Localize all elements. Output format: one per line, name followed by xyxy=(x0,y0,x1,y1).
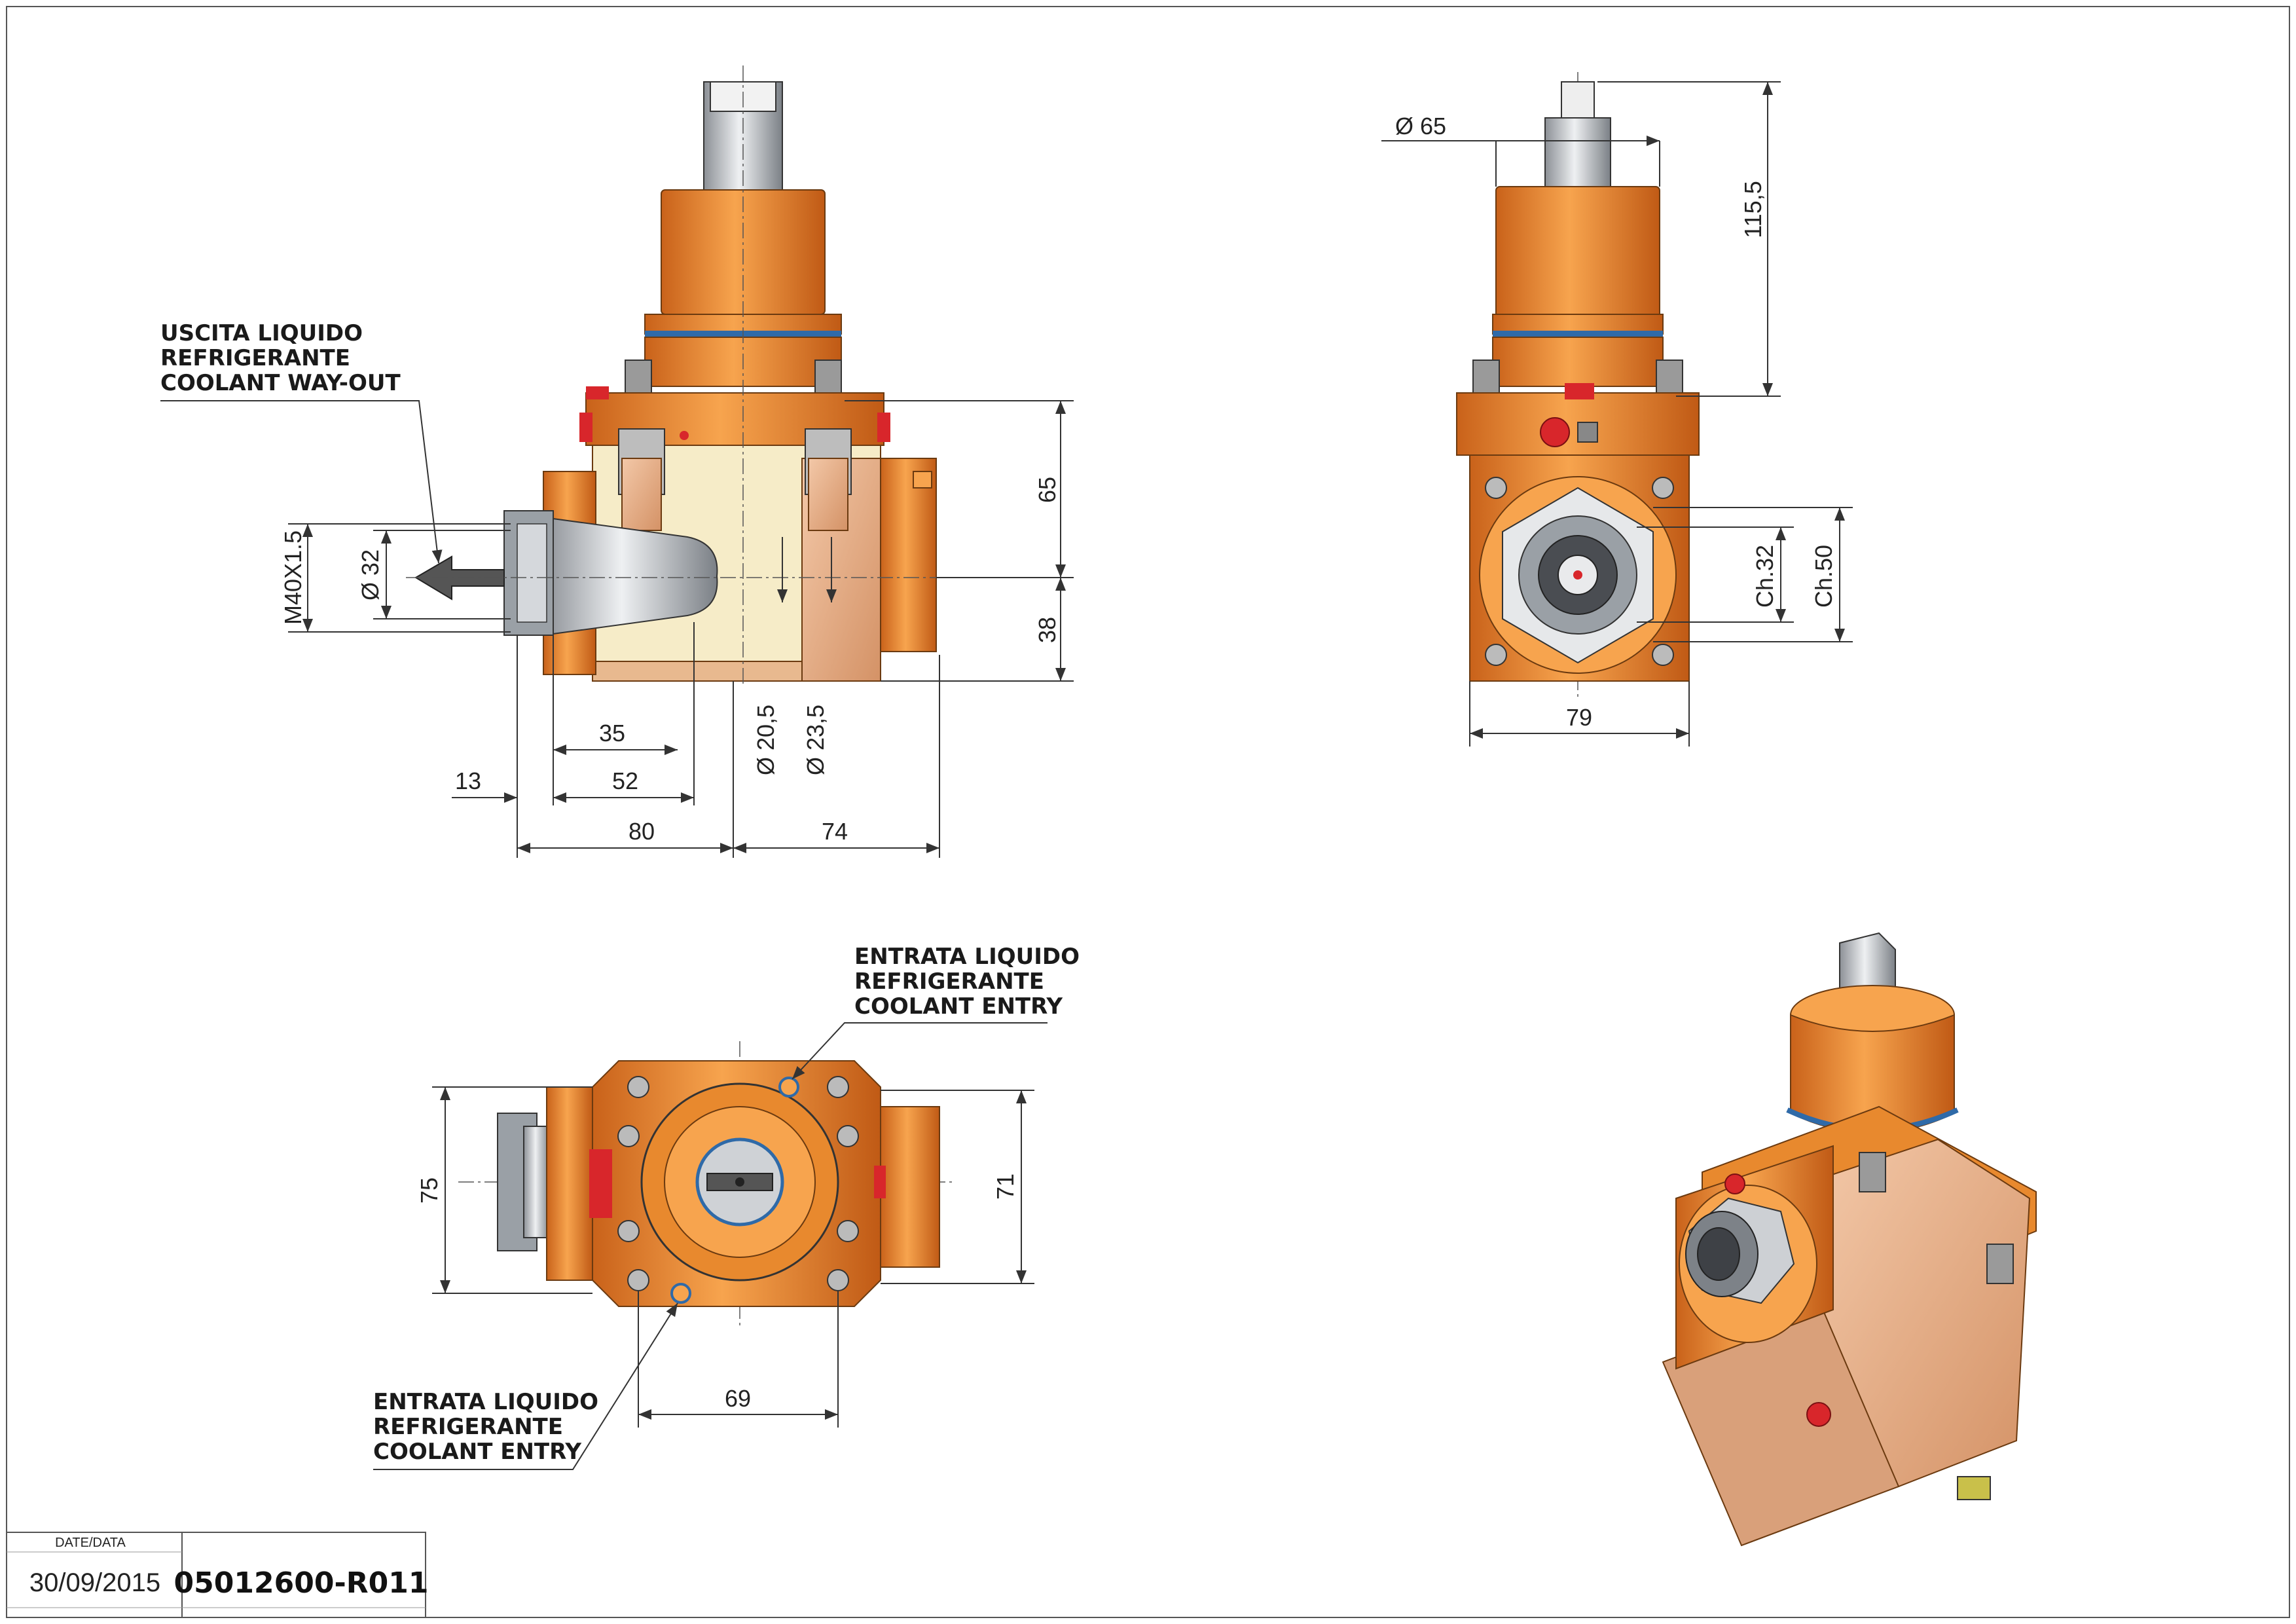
top-view xyxy=(458,1041,956,1329)
svg-text:REFRIGERANTE: REFRIGERANTE xyxy=(854,969,1044,995)
front-dimensions: 65 38 M40X1.5 Ø 32 35 13 52 80 74 Ø 20,5… xyxy=(280,400,1074,858)
sheet-border xyxy=(6,6,2290,1618)
svg-text:COOLANT ENTRY: COOLANT ENTRY xyxy=(854,993,1063,1020)
side-drive-housing xyxy=(1495,186,1660,318)
svg-text:ENTRATA LIQUIDO: ENTRATA LIQUIDO xyxy=(373,1389,598,1415)
svg-text:REFRIGERANTE: REFRIGERANTE xyxy=(373,1414,563,1440)
dim-35: 35 xyxy=(599,720,625,747)
dim-74: 74 xyxy=(822,818,848,845)
svg-text:COOLANT ENTRY: COOLANT ENTRY xyxy=(373,1439,581,1465)
dim-71: 71 xyxy=(992,1173,1019,1200)
dim-115-5: 115,5 xyxy=(1740,181,1766,238)
svg-text:ENTRATA LIQUIDO: ENTRATA LIQUIDO xyxy=(854,944,1080,970)
dim-d20-5: Ø 20,5 xyxy=(752,705,779,775)
callout-coolant-entry-top: ENTRATA LIQUIDO REFRIGERANTE COOLANT ENT… xyxy=(792,944,1080,1080)
front-red-plug-right xyxy=(877,413,890,442)
iso-red-plug-side xyxy=(1724,1173,1745,1194)
dim-52: 52 xyxy=(612,767,638,794)
side-red-plug xyxy=(1540,417,1570,447)
dim-80: 80 xyxy=(629,818,655,845)
drawing-date: 30/09/2015 xyxy=(29,1568,160,1597)
dim-d65: Ø 65 xyxy=(1395,113,1446,139)
top-red-plug-left xyxy=(589,1149,612,1218)
dim-79: 79 xyxy=(1566,704,1592,731)
dim-38: 38 xyxy=(1034,617,1061,643)
iso-red-plug-front xyxy=(1806,1402,1831,1427)
callout-coolant-out: USCITA LIQUIDO REFRIGERANTE COOLANT WAY-… xyxy=(160,320,443,564)
svg-text:USCITA LIQUIDO: USCITA LIQUIDO xyxy=(160,320,363,346)
dim-ch32: Ch.32 xyxy=(1751,545,1778,608)
dim-d32: Ø 32 xyxy=(357,549,384,600)
dim-d23-5: Ø 23,5 xyxy=(802,705,829,775)
front-collet-cone xyxy=(543,516,718,637)
top-red-plug-right xyxy=(874,1166,886,1198)
title-block: DATE/DATA 30/09/2015 05012600-R011 xyxy=(6,1532,429,1618)
side-seal-ring xyxy=(1493,331,1663,337)
dim-69: 69 xyxy=(725,1385,751,1412)
dim-13: 13 xyxy=(455,767,481,794)
dim-m40: M40X1.5 xyxy=(280,530,306,625)
top-dimensions: 75 71 69 xyxy=(416,1086,1034,1428)
dim-65: 65 xyxy=(1034,477,1061,503)
side-shaft xyxy=(1544,117,1611,187)
side-dimensions: Ø 65 115,5 Ch.32 Ch.50 79 xyxy=(1381,81,1853,747)
top-coolant-entry-upper xyxy=(778,1077,799,1098)
date-label: DATE/DATA xyxy=(55,1536,126,1550)
dim-75: 75 xyxy=(416,1177,443,1204)
isometric-view xyxy=(1662,932,2037,1547)
svg-text:REFRIGERANTE: REFRIGERANTE xyxy=(160,345,350,371)
front-red-plug-left xyxy=(579,413,592,442)
drawing-code: 05012600-R011 xyxy=(174,1566,429,1600)
top-coolant-entry-lower xyxy=(670,1283,691,1304)
side-view xyxy=(1456,72,1700,701)
front-view xyxy=(406,65,969,688)
svg-text:COOLANT WAY-OUT: COOLANT WAY-OUT xyxy=(160,370,401,396)
dim-ch50: Ch.50 xyxy=(1810,545,1837,608)
callout-coolant-entry-bottom: ENTRATA LIQUIDO REFRIGERANTE COOLANT ENT… xyxy=(373,1302,678,1470)
